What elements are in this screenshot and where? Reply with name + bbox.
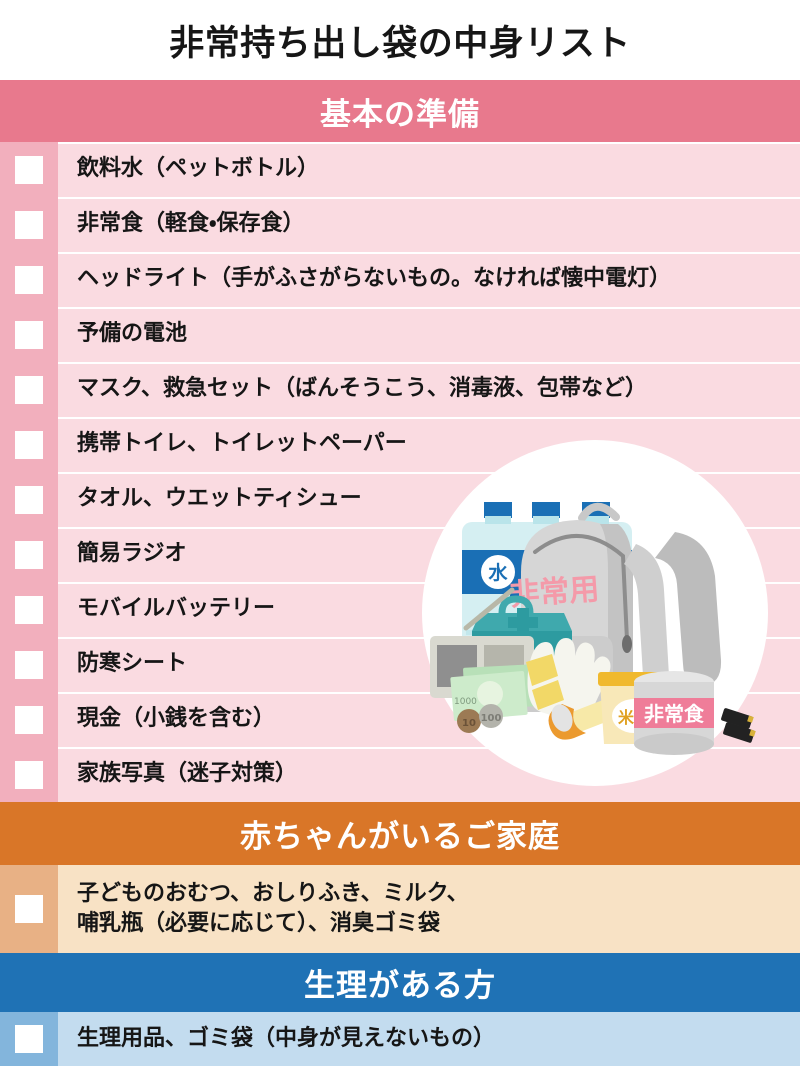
checklist-item-label: 予備の電池 [77, 321, 188, 347]
page-title-bar: 非常持ち出し袋の中身リスト [0, 0, 800, 80]
row-separator [58, 582, 800, 584]
checklist-row[interactable]: マスク、救急セット（ばんそうこう、消毒液、包帯など） [0, 362, 800, 417]
section-header-period: 生理がある方 [0, 953, 800, 1012]
checklist-row[interactable]: 家族写真（迷子対策） [0, 747, 800, 802]
checkbox-cell[interactable] [0, 527, 58, 582]
row-separator [58, 362, 800, 364]
checkbox[interactable] [15, 650, 43, 679]
checklist-item-label: 簡易ラジオ [77, 541, 187, 567]
row-separator [58, 142, 800, 144]
page-title: 非常持ち出し袋の中身リスト [169, 23, 631, 64]
checkbox[interactable] [15, 595, 43, 624]
checkbox-cell[interactable] [0, 252, 58, 307]
checkbox[interactable] [15, 155, 43, 184]
checklist-row[interactable]: 簡易ラジオ [0, 527, 800, 582]
checkbox-cell[interactable] [0, 307, 58, 362]
checkbox-cell[interactable] [0, 417, 58, 472]
checkbox-cell[interactable] [0, 582, 58, 637]
checkbox[interactable] [15, 760, 43, 789]
row-separator [58, 197, 800, 199]
checklist-item-label: マスク、救急セット（ばんそうこう、消毒液、包帯など） [77, 376, 648, 402]
checklist-item-label: 家族写真（迷子対策） [77, 761, 298, 787]
row-separator [58, 747, 800, 749]
row-separator [58, 472, 800, 474]
checklist-item-label: 生理用品、ゴミ袋（中身が見えないもの） [77, 1025, 496, 1051]
row-separator [58, 637, 800, 639]
checkbox-cell[interactable] [0, 472, 58, 527]
checkbox-cell[interactable] [0, 1012, 58, 1066]
row-separator [58, 307, 800, 309]
checkbox[interactable] [15, 430, 43, 459]
checkbox[interactable] [15, 705, 43, 734]
section-header-basic: 基本の準備 [0, 80, 800, 142]
checklist-row[interactable]: 非常食（軽食・保存食） [0, 197, 800, 252]
checklist-item-label: タオル、ウエットティシュー [77, 486, 362, 512]
checklist-row[interactable]: タオル、ウエットティシュー [0, 472, 800, 527]
checkbox-cell[interactable] [0, 865, 58, 953]
checklist-item-label: 子どものおむつ、おしりふき、ミルク、 哺乳瓶（必要に応じて）、消臭ゴミ袋 [77, 880, 469, 936]
checklist-row[interactable]: 子どものおむつ、おしりふき、ミルク、 哺乳瓶（必要に応じて）、消臭ゴミ袋 [0, 865, 800, 953]
checklist-item-label: 現金（小銭を含む） [77, 706, 276, 732]
row-separator [58, 692, 800, 694]
row-separator [58, 417, 800, 419]
checklist-item-label: 防寒シート [77, 651, 188, 677]
checklist-item-label: 非常食（軽食・保存食） [77, 211, 305, 237]
checkbox[interactable] [15, 485, 43, 514]
checkbox-cell[interactable] [0, 142, 58, 197]
checklist-row[interactable]: 携帯トイレ、トイレットペーパー [0, 417, 800, 472]
row-separator [58, 527, 800, 529]
checklist-row[interactable]: 現金（小銭を含む） [0, 692, 800, 747]
checklist-row[interactable]: ヘッドライト（手がふさがらないもの。なければ懐中電灯） [0, 252, 800, 307]
checklist-row[interactable]: 生理用品、ゴミ袋（中身が見えないもの） [0, 1012, 800, 1066]
row-separator [58, 252, 800, 254]
checklist-row[interactable]: 防寒シート [0, 637, 800, 692]
checkbox-cell[interactable] [0, 692, 58, 747]
checkbox-cell[interactable] [0, 197, 58, 252]
section-header-baby-label: 赤ちゃんがいるご家庭 [240, 819, 560, 855]
checklist-row[interactable]: モバイルバッテリー [0, 582, 800, 637]
checklist-item-label: モバイルバッテリー [77, 596, 276, 622]
section-header-period-label: 生理がある方 [304, 968, 496, 1004]
section-header-baby: 赤ちゃんがいるご家庭 [0, 802, 800, 865]
section-header-basic-label: 基本の準備 [320, 96, 480, 133]
checkbox[interactable] [15, 895, 43, 923]
checkbox[interactable] [15, 540, 43, 569]
checkbox[interactable] [15, 265, 43, 294]
checkbox[interactable] [15, 375, 43, 404]
checklist-row[interactable]: 飲料水（ペットボトル） [0, 142, 800, 197]
checkbox[interactable] [15, 320, 43, 349]
checkbox[interactable] [15, 210, 43, 239]
checkbox[interactable] [15, 1025, 43, 1053]
checklist-item-label: 携帯トイレ、トイレットペーパー [77, 431, 407, 457]
checklist-item-label: ヘッドライト（手がふさがらないもの。なければ懐中電灯） [77, 266, 672, 292]
checklist-item-label: 飲料水（ペットボトル） [77, 156, 320, 182]
checkbox-cell[interactable] [0, 362, 58, 417]
checkbox-cell[interactable] [0, 637, 58, 692]
checkbox-cell[interactable] [0, 747, 58, 802]
checklist-row[interactable]: 予備の電池 [0, 307, 800, 362]
